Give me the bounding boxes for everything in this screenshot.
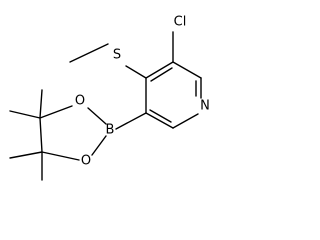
bond-b-o-lower xyxy=(91,135,107,156)
bond-c-b xyxy=(115,112,147,130)
bond-b-o-upper xyxy=(87,107,107,125)
bond-ring-bottom xyxy=(145,112,174,129)
pyridine-ring xyxy=(145,61,202,129)
tetramethyl-groups xyxy=(9,89,43,181)
bond-s-methyl xyxy=(69,43,109,63)
bond-methyl-1 xyxy=(39,89,43,119)
molecule-structure: Cl S N B O O xyxy=(9,15,210,181)
bond-ring-n-lower xyxy=(172,113,199,129)
bond-methyl-2 xyxy=(9,110,41,119)
bond-c-cl-ring xyxy=(172,61,202,79)
bond-ring-top xyxy=(145,61,174,79)
bond-ring-bottom-double xyxy=(149,109,172,123)
bond-o-c-lower xyxy=(41,151,80,161)
oxygen-upper-atom: O xyxy=(75,94,85,109)
chlorine-atom: Cl xyxy=(174,15,187,30)
boron-atom: B xyxy=(106,123,115,138)
sulfur-atom: S xyxy=(113,48,121,63)
bond-c-s xyxy=(125,65,147,79)
bond-methyl-3 xyxy=(9,151,43,159)
bond-ring-top-double xyxy=(150,67,173,82)
nitrogen-atom: N xyxy=(200,99,210,114)
bond-c-c-ring xyxy=(39,117,43,153)
dioxaborolane-ring xyxy=(39,105,107,161)
oxygen-lower-atom: O xyxy=(81,154,91,169)
bond-o-c-upper xyxy=(39,105,73,119)
